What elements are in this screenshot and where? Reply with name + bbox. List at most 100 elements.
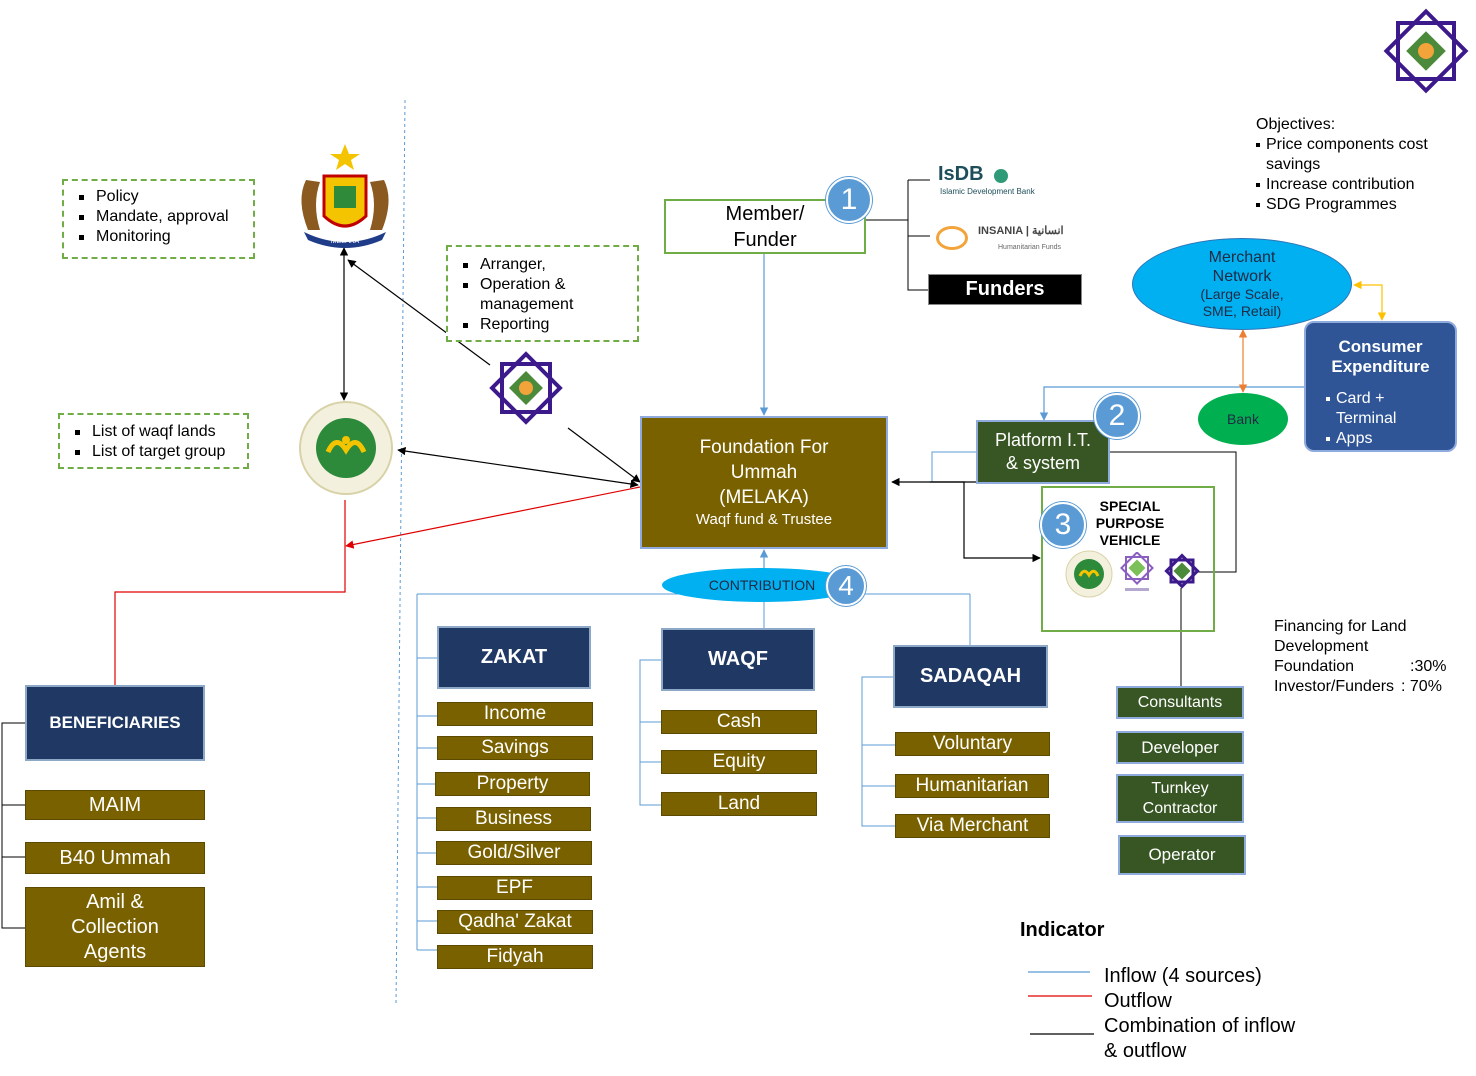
spv-label: SPECIAL PURPOSE VEHICLE [1083, 498, 1177, 549]
zakat-item-gold-silver: Gold/Silver [436, 841, 592, 865]
foundation-line2: Ummah [730, 462, 798, 483]
financing-investor-value: : 70% [1401, 678, 1442, 695]
arranger-logo [484, 348, 568, 428]
insania-subtitle: Humanitarian Funds [998, 244, 1062, 251]
merchant-network-line3: (Large Scale, [1200, 286, 1284, 302]
spv-line1: SPECIAL [1099, 498, 1161, 514]
merchant-network-line4: SME, Retail) [1202, 303, 1282, 319]
zakat-item-savings: Savings [437, 736, 593, 760]
consultants-box: Consultants [1116, 686, 1244, 719]
policy-item: Monitoring [79, 227, 253, 247]
spv-organization-logo [1164, 553, 1200, 589]
turnkey-contractor-box: Turnkey Contractor [1116, 774, 1244, 823]
waqf-item-cash: Cash [661, 710, 817, 734]
platform-box: Platform I.T. & system [976, 420, 1110, 484]
waqf-lands-item: List of target group [75, 442, 247, 462]
isdb-emblem [994, 169, 1008, 183]
number-badge-1: 1 [826, 177, 872, 223]
spv-box: SPECIAL PURPOSE VEHICLE [1041, 486, 1215, 632]
sadaqah-header: SADAQAH [893, 645, 1048, 708]
policy-item: Mandate, approval [79, 207, 253, 227]
divider-line [395, 99, 406, 1006]
beneficiary-b40-ummah: B40 Ummah [25, 842, 205, 874]
indicator-legend: Inflow (4 sources) Outflow Combination o… [1104, 964, 1344, 1064]
sadaqah-item-via-merchant: Via Merchant [895, 814, 1050, 838]
arranger-item: Reporting [463, 315, 637, 335]
member-funder-box: Member/ Funder [664, 199, 866, 254]
insania-text: INSANIA | انسانية [978, 225, 1064, 237]
insania-emblem [936, 226, 968, 250]
waqf-item-equity: Equity [661, 750, 817, 774]
consumer-item: Card + Terminal [1326, 389, 1436, 429]
insania-logo: INSANIA | انسانية Humanitarian Funds [932, 220, 1072, 258]
financing-foundation-label: Foundation [1274, 658, 1355, 675]
spv-maim-seal [1065, 550, 1113, 598]
number-badge-2: 2 [1094, 393, 1140, 439]
objective-item: SDG Programmes [1256, 195, 1466, 215]
foundation-box: Foundation For Ummah (MELAKA) Waqf fund … [640, 416, 888, 549]
arranger-box: Arranger, Operation & management Reporti… [446, 245, 639, 342]
number-badge-3: 3 [1040, 502, 1086, 548]
isdb-subtitle: Islamic Development Bank [940, 187, 1035, 196]
beneficiaries-header: BENEFICIARIES [25, 685, 205, 761]
zakat-item-qadha: Qadha' Zakat [437, 910, 593, 934]
waqf-lands-box: List of waqf lands List of target group [58, 413, 249, 469]
isdb-logo: IsDB Islamic Development Bank [932, 163, 1054, 199]
member-funder-line1: Member/ [725, 202, 805, 225]
financing-line1: Financing for Land [1274, 618, 1407, 635]
zakat-header: ZAKAT [437, 626, 591, 689]
waqf-lands-item: List of waqf lands [75, 422, 247, 442]
spv-line2: PURPOSE [1095, 515, 1165, 531]
beneficiary-amil-collection-agents: Amil & Collection Agents [25, 887, 205, 967]
platform-line1: Platform I.T. [994, 430, 1092, 450]
merchant-network: Merchant Network (Large Scale, SME, Reta… [1132, 238, 1352, 330]
zakat-item-property: Property [435, 772, 590, 796]
spv-line3: VEHICLE [1099, 532, 1161, 548]
financing-line2: Development [1274, 638, 1369, 655]
funders-box: Funders [928, 274, 1082, 305]
sadaqah-item-voluntary: Voluntary [895, 732, 1050, 756]
developer-box: Developer [1116, 731, 1244, 764]
policy-item: Policy [79, 187, 253, 207]
consumer-title2: Expenditure [1331, 357, 1430, 376]
policy-box: Policy Mandate, approval Monitoring [62, 179, 255, 259]
beneficiary-maim: MAIM [25, 790, 205, 820]
financing-foundation-value: :30% [1410, 658, 1447, 675]
bank-ellipse: Bank [1198, 393, 1288, 445]
consumer-title1: Consumer [1338, 337, 1423, 356]
organization-logo [1378, 6, 1474, 96]
maim-seal [298, 400, 394, 496]
waqf-header: WAQF [661, 628, 815, 691]
financing-info: Financing for Land Development Foundatio… [1274, 617, 1474, 697]
indicator-outflow: Outflow [1104, 990, 1172, 1012]
platform-line2: & system [1005, 453, 1080, 473]
member-funder-line2: Funder [733, 228, 797, 251]
merchant-network-line2: Network [1212, 268, 1272, 285]
consumer-expenditure-box: Consumer Expenditure Card + Terminal App… [1304, 321, 1457, 452]
spv-partner-logo [1120, 552, 1154, 591]
zakat-item-epf: EPF [437, 876, 592, 900]
arranger-item: Operation & management [463, 275, 637, 315]
arranger-item: Arranger, [463, 255, 637, 275]
foundation-line1: Foundation For [699, 437, 829, 458]
consumer-item: Apps [1326, 429, 1455, 449]
financing-investor-label: Investor/Funders [1274, 678, 1395, 695]
foundation-line4: Waqf fund & Trustee [695, 511, 833, 528]
foundation-line3: (MELAKA) [719, 487, 809, 508]
isdb-text: IsDB [938, 163, 984, 185]
waqf-item-land: Land [661, 792, 817, 816]
operator-box: Operator [1118, 835, 1246, 875]
objective-item: Price components cost savings [1256, 135, 1466, 175]
sadaqah-item-humanitarian: Humanitarian [895, 774, 1049, 798]
indicator-combo-line1: Combination of inflow [1104, 1015, 1296, 1037]
indicator-combo-line2: & outflow [1104, 1040, 1187, 1062]
indicator-title: Indicator [1020, 919, 1105, 941]
melaka-state-crest: MELAKA [286, 140, 404, 252]
merchant-network-line1: Merchant [1208, 249, 1276, 266]
zakat-item-fidyah: Fidyah [437, 945, 593, 969]
objectives: Objectives: Price components cost saving… [1256, 115, 1466, 215]
zakat-item-business: Business [436, 807, 591, 831]
number-badge-4: 4 [826, 566, 866, 606]
objectives-title: Objectives: [1256, 116, 1336, 133]
